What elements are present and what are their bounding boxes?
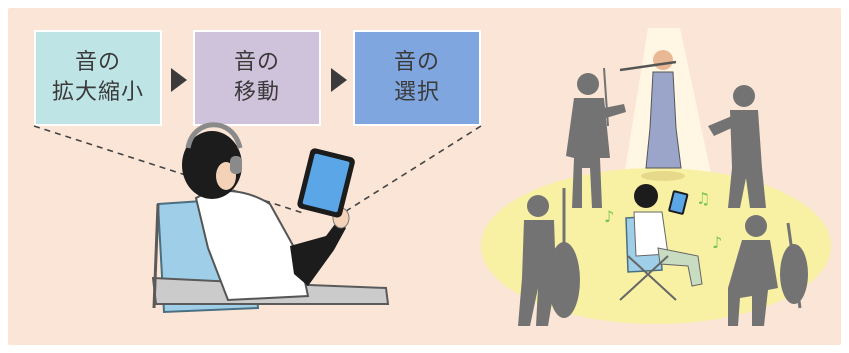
scene-illustration: ♪ ♫ ♪ xyxy=(33,28,831,326)
cellist-silhouette xyxy=(728,215,808,326)
music-note-icon: ♫ xyxy=(696,189,710,208)
violinist-right-silhouette xyxy=(708,85,766,208)
step-select-line2: 選択 xyxy=(393,80,440,105)
arrow-icon xyxy=(171,68,187,92)
step-select-box: 音の 選択 xyxy=(353,30,481,126)
step-scale-line2: 拡大縮小 xyxy=(51,80,144,105)
step-scale-line1: 音の xyxy=(74,50,121,75)
dashed-guide-line-right xyxy=(342,125,482,214)
illustration-panel: 音の 拡大縮小 音の 移動 音の 選択 xyxy=(8,8,841,345)
concert-scene: ♪ ♫ ♪ xyxy=(481,28,831,326)
step-move-line2: 移動 xyxy=(233,80,280,105)
step-move-box: 音の 移動 xyxy=(193,30,321,126)
center-listener-figure xyxy=(619,184,703,301)
tablet-icon xyxy=(297,148,355,218)
music-note-icon: ♪ xyxy=(712,233,722,252)
step-move-line1: 音の xyxy=(233,50,280,75)
step-select-line1: 音の xyxy=(393,50,440,75)
flutist-figure xyxy=(619,50,685,181)
headphones-icon xyxy=(185,122,243,149)
music-note-icon: ♪ xyxy=(604,207,614,226)
violinist-left-silhouette xyxy=(566,67,626,208)
bassist-silhouette xyxy=(518,188,580,326)
step-scale-box: 音の 拡大縮小 xyxy=(34,30,162,126)
listener-arm xyxy=(290,220,346,286)
arrow-icon xyxy=(331,68,347,92)
listener-figure xyxy=(151,122,390,314)
